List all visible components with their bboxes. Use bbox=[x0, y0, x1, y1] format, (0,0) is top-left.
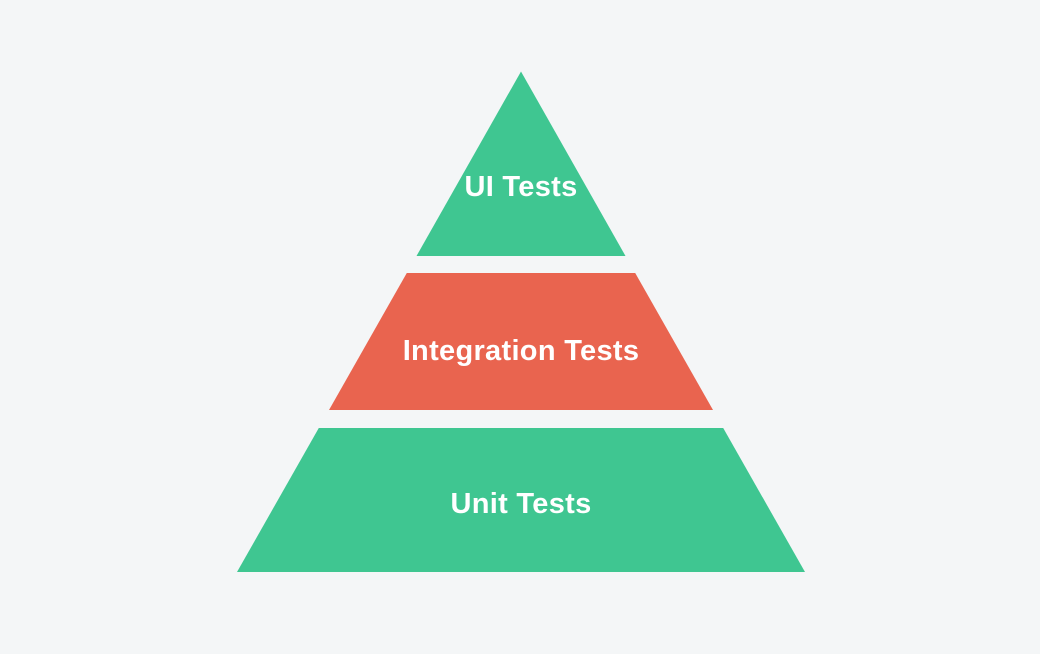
pyramid-middle-layer-label: Integration Tests bbox=[403, 335, 640, 367]
pyramid-top-layer-label: UI Tests bbox=[464, 171, 577, 203]
pyramid-middle-layer-shape bbox=[329, 273, 713, 410]
pyramid-bottom-layer-shape bbox=[237, 428, 805, 572]
pyramid-bottom-layer-label: Unit Tests bbox=[450, 488, 591, 520]
pyramid-top-layer-shape bbox=[416, 71, 626, 256]
